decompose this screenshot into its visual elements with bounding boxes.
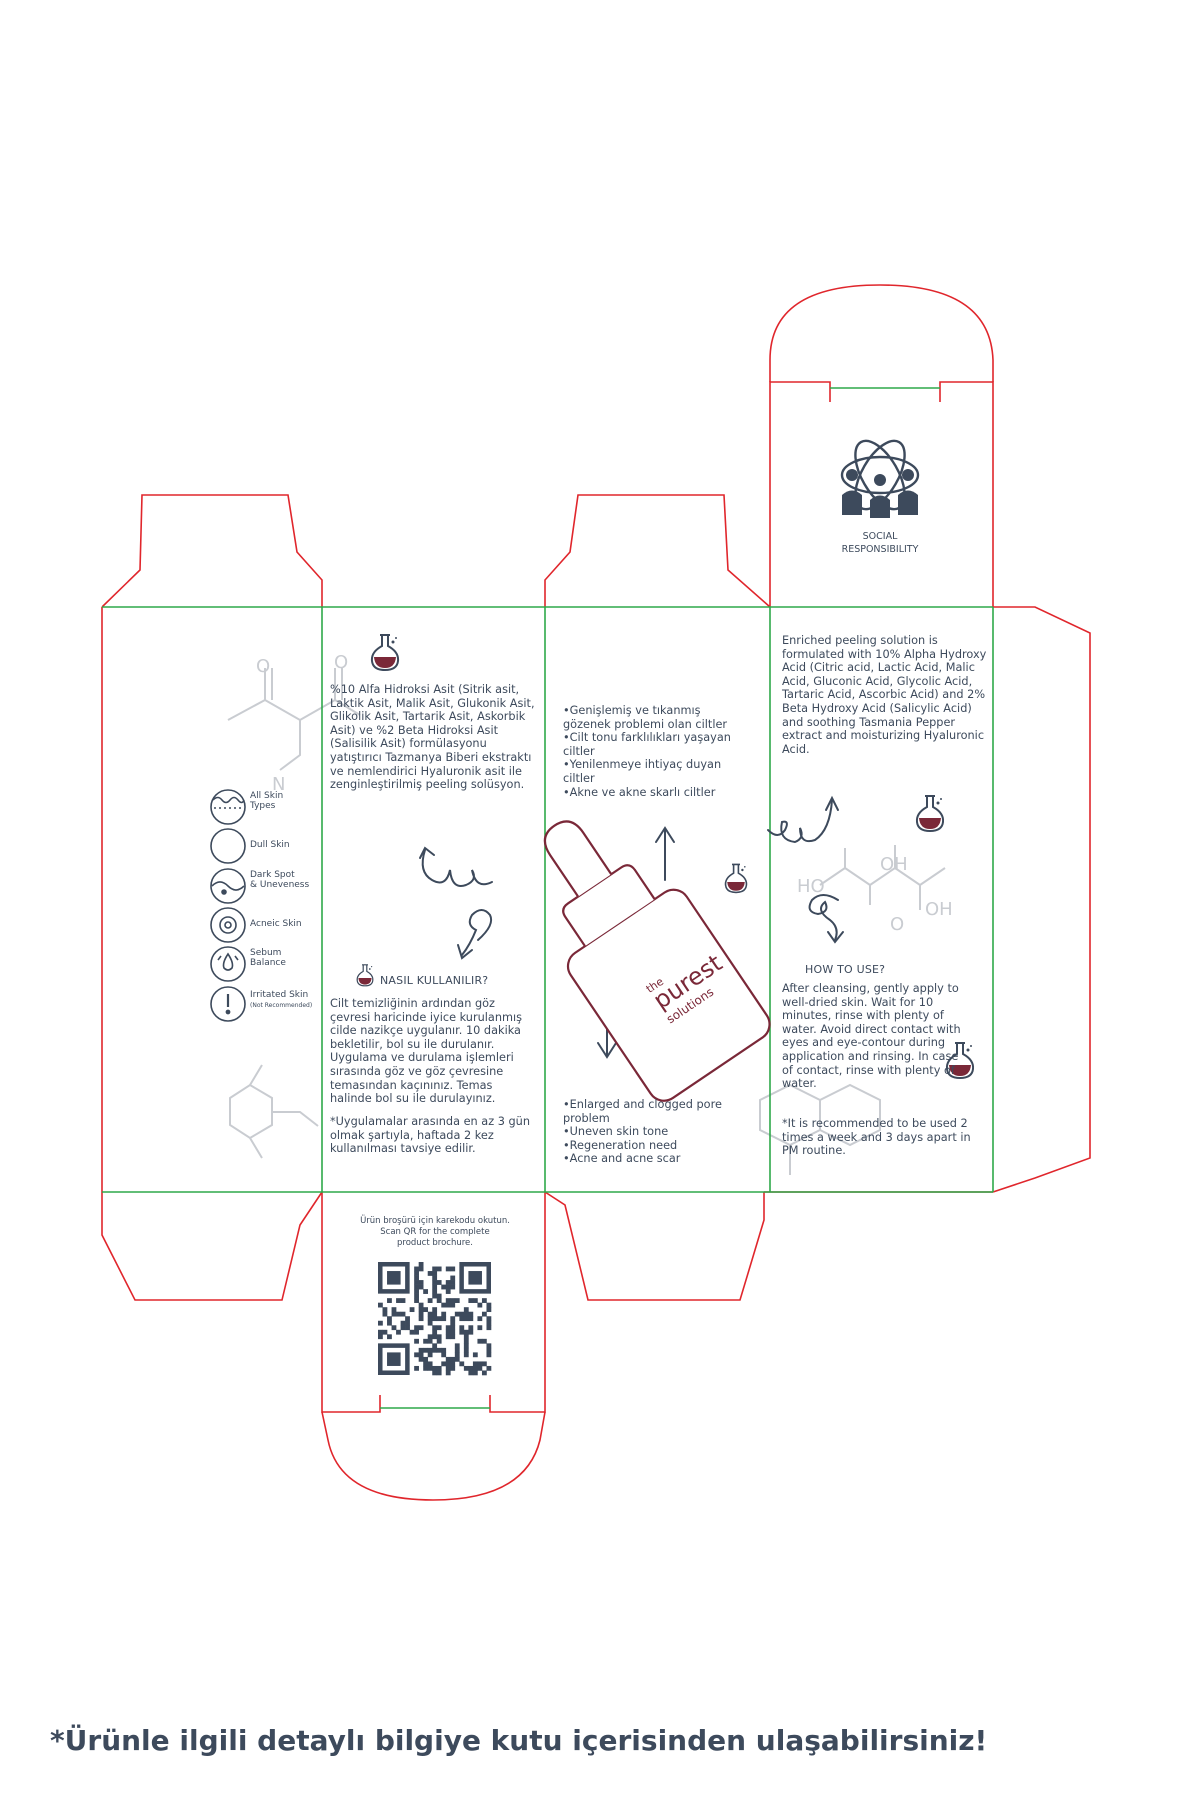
molecule-label: O [890, 914, 904, 935]
english-note: *It is recommended to be used 2 times a … [782, 1117, 971, 1158]
flask-icon-4 [915, 795, 945, 832]
molecule-watermark-right [759, 845, 946, 1175]
list-item: •Akne ve akne skarlı ciltler [563, 785, 716, 799]
molecule-label: N [272, 774, 285, 795]
english-usage-title: HOW TO USE? [805, 963, 886, 976]
skin-type-label: Dark Spot& Uneveness [250, 870, 310, 890]
qr-code[interactable] [378, 1262, 492, 1376]
skin-type-label: Acneic Skin [250, 919, 302, 929]
atom-people-icon [840, 439, 920, 518]
english-usage: After cleansing, gently apply to well-dr… [782, 982, 961, 1091]
molecule-watermark-left [227, 668, 361, 1159]
wave-circle-icon [210, 789, 246, 825]
footer-note: *Ürünle ilgili detaylı bilgiye kutu içer… [50, 1724, 988, 1757]
turkish-usage-title: NASIL KULLANILIR? [380, 974, 489, 987]
molecule-label: OH [925, 899, 953, 920]
flask-icon-1 [370, 634, 400, 671]
qr-caption: Ürün broşürü için karekodu okutun. Scan … [360, 1216, 510, 1248]
skin-type-label: Dull Skin [250, 840, 290, 850]
list-item: •Uneven skin tone [563, 1125, 669, 1139]
empty-circle-icon [210, 828, 246, 864]
molecule-label: HO [797, 876, 825, 897]
turkish-description: %10 Alfa Hidroksi Asit (Sitrik asit, Lak… [330, 683, 535, 792]
molecule-label: O [256, 656, 270, 677]
turkish-note: *Uygulamalar arasında en az 3 gün olmak … [330, 1115, 530, 1156]
flask-icon-3 [724, 863, 748, 894]
list-item: •Acne and acne scar [563, 1152, 681, 1166]
skin-type-label: Irritated Skin(Not Recommended) [250, 990, 313, 1009]
list-item: •Enlarged and clogged pore problem [563, 1098, 722, 1125]
exclamation-circle-icon [210, 986, 246, 1022]
spot-circle-icon [210, 868, 246, 904]
list-item: •Regeneration need [563, 1138, 678, 1152]
fold-lines [102, 387, 994, 1409]
target-circle-icon [210, 907, 246, 943]
molecule-label: OH [880, 854, 908, 875]
turkish-skin-list: •Genişlemiş ve tıkanmış gözenek problemi… [563, 704, 743, 799]
dropper-bottle-illustration: the purest solutions [543, 820, 771, 1102]
social-responsibility-label: SOCIAL RESPONSIBILITY [841, 531, 919, 555]
english-description: Enriched peeling solution is formulated … [782, 634, 987, 756]
flask-icon-2 [356, 964, 374, 987]
molecule-label: O [334, 652, 348, 673]
droplet-circle-icon [210, 946, 246, 982]
list-item: •Yenilenmeye ihtiyaç duyan ciltler [563, 758, 722, 785]
skin-type-icons [210, 789, 246, 1022]
turkish-usage: Cilt temizliğinin ardından göz çevresi h… [330, 997, 523, 1106]
english-skin-list: •Enlarged and clogged pore problem •Unev… [563, 1098, 743, 1166]
list-item: •Genişlemiş ve tıkanmış gözenek problemi… [563, 704, 728, 731]
list-item: •Cilt tonu farklılıkları yaşayan ciltler [563, 731, 731, 758]
cut-lines [101, 284, 1091, 1501]
